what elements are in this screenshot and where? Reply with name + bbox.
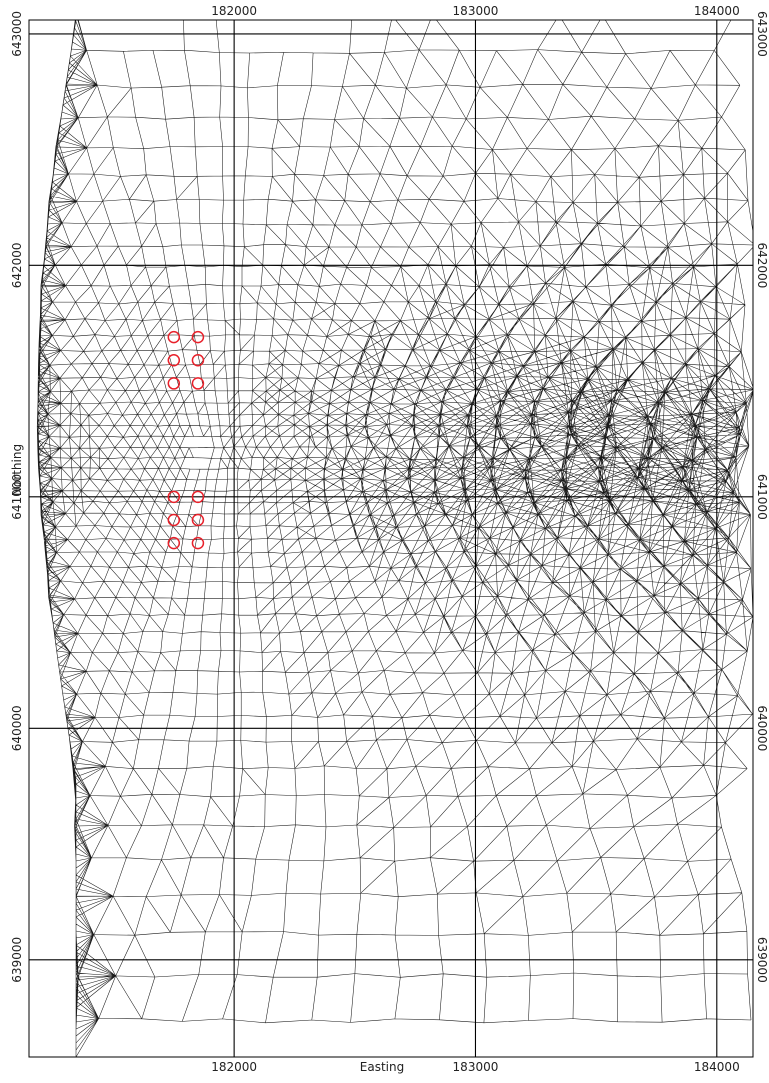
marker-circle bbox=[191, 490, 205, 504]
marker-circle bbox=[167, 354, 181, 367]
easting-tick-label-bottom: 183000 bbox=[453, 1060, 499, 1074]
easting-tick-label-bottom: 182000 bbox=[211, 1060, 257, 1074]
northing-tick-label-left: 642000 bbox=[10, 242, 24, 288]
coordinate-grid bbox=[29, 20, 753, 1057]
marker-circle bbox=[191, 354, 205, 367]
easting-tick-label-top: 182000 bbox=[211, 4, 257, 18]
marker-circle bbox=[167, 536, 181, 550]
x-axis-label: Easting bbox=[360, 1060, 404, 1074]
marker-circle bbox=[167, 490, 181, 504]
marker-circle bbox=[191, 330, 205, 344]
northing-tick-label-left: 640000 bbox=[10, 705, 24, 751]
marker-circle bbox=[191, 513, 205, 527]
northing-tick-label-right: 643000 bbox=[755, 11, 769, 57]
marker-circle bbox=[191, 377, 205, 390]
northing-tick-label-left: 641000 bbox=[10, 474, 24, 520]
northing-tick-label-left: 643000 bbox=[10, 11, 24, 57]
easting-tick-label-top: 184000 bbox=[694, 4, 740, 18]
easting-tick-label-top: 183000 bbox=[453, 4, 499, 18]
marker-circle bbox=[167, 330, 181, 344]
marker-circle bbox=[167, 377, 181, 390]
tick-labels: 182000 182000 183000 183000 184000 184000 6430… bbox=[10, 4, 769, 1074]
northing-tick-label-right: 639000 bbox=[755, 937, 769, 983]
northing-tick-label-right: 642000 bbox=[755, 242, 769, 288]
northing-tick-label-right: 640000 bbox=[755, 705, 769, 751]
northing-tick-label-left: 639000 bbox=[10, 937, 24, 983]
easting-tick-label-bottom: 184000 bbox=[694, 1060, 740, 1074]
map-frame bbox=[28, 19, 754, 1058]
marker-circle bbox=[191, 536, 205, 550]
northing-tick-label-right: 641000 bbox=[755, 474, 769, 520]
observation-markers bbox=[167, 330, 205, 550]
marker-circle bbox=[167, 513, 181, 527]
y-axis-label: Northing bbox=[10, 444, 24, 496]
